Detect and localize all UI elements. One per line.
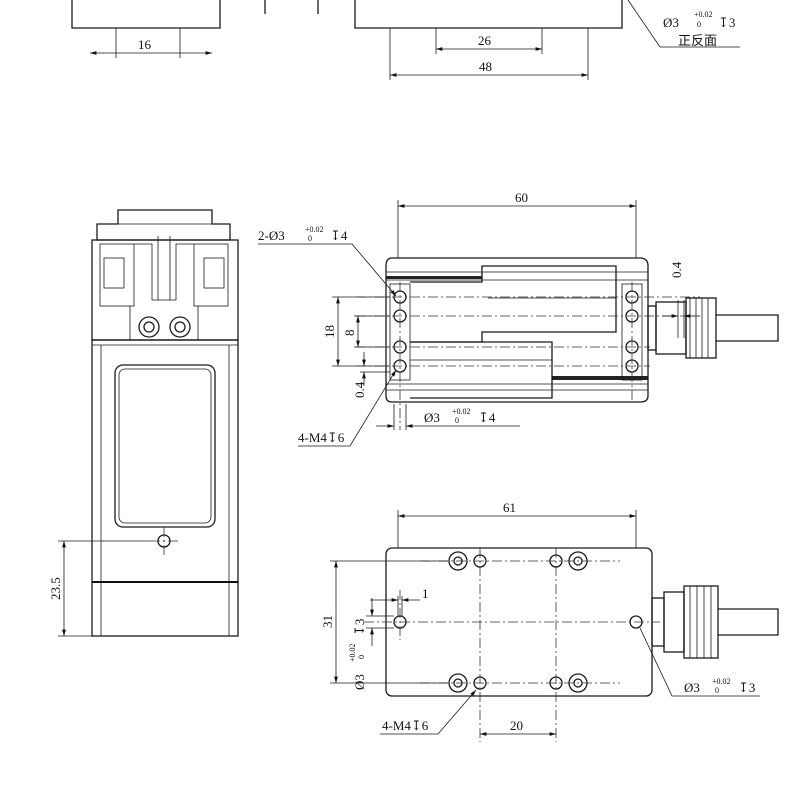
dim-20-label: 20: [510, 718, 523, 733]
vert-hole-tol-upper: +0.02: [348, 643, 357, 662]
vert-hole-tol-lower: 0: [357, 655, 366, 659]
dim-60-label: 60: [515, 190, 528, 205]
dim-61-label: 61: [503, 500, 516, 515]
top-partial-view: 16 26 48 Ø3 +0.02 0 ↧3 正反面: [71, 0, 740, 80]
top-hole-side-label: 正反面: [678, 33, 717, 48]
dim-48-label: 48: [479, 59, 492, 74]
dim-0-4-right-label: 0.4: [669, 261, 684, 278]
bottom-hole-label: Ø3: [424, 410, 440, 425]
dim-1-label: 1: [422, 586, 429, 601]
vert-hole-label: Ø3: [352, 674, 367, 690]
dim-16-label: 16: [138, 37, 152, 52]
pin-tol-lower: 0: [308, 234, 312, 243]
dim-0-4-left-label: 0.4: [352, 381, 367, 398]
dim-18-label: 18: [322, 325, 337, 338]
right-hole-tol-lower: 0: [715, 686, 719, 695]
bottom-thread-note: 4-M4↧6: [382, 718, 429, 733]
dim-8-label: 8: [342, 330, 357, 337]
bottom-view: 61 31 1 Ø3 +0.02 0 ↧3 Ø3 +0.02 0 ↧3 4-M4…: [320, 500, 779, 742]
left-side-view: 23.5: [48, 209, 239, 637]
top-hole-label: Ø3: [663, 15, 679, 30]
pin-tol-upper: +0.02: [305, 225, 324, 234]
bottom-hole-depth: ↧4: [478, 410, 496, 425]
dim-31-label: 31: [320, 615, 335, 628]
right-hole-depth: ↧3: [738, 680, 755, 695]
vert-hole-depth: ↧3: [352, 619, 367, 636]
bottom-hole-tol-lower: 0: [455, 416, 459, 425]
right-hole-tol-upper: +0.02: [712, 677, 731, 686]
middle-thread-note: 4-M4↧6: [298, 430, 345, 445]
bottom-hole-tol-upper: +0.02: [452, 407, 471, 416]
pin-note-prefix: 2-Ø3: [258, 228, 285, 243]
top-hole-tol-lower: 0: [697, 20, 701, 29]
top-hole-depth: ↧3: [718, 15, 735, 30]
middle-front-view: 60 18 8 0.4 0.4 2-Ø3 +0.02 0 ↧4 4-M4↧6: [258, 190, 779, 447]
top-hole-tol-upper: +0.02: [694, 10, 713, 19]
right-hole-label: Ø3: [684, 680, 700, 695]
dim-26-label: 26: [478, 33, 492, 48]
dim-23-5-label: 23.5: [48, 577, 63, 600]
pin-depth: ↧4: [330, 228, 348, 243]
